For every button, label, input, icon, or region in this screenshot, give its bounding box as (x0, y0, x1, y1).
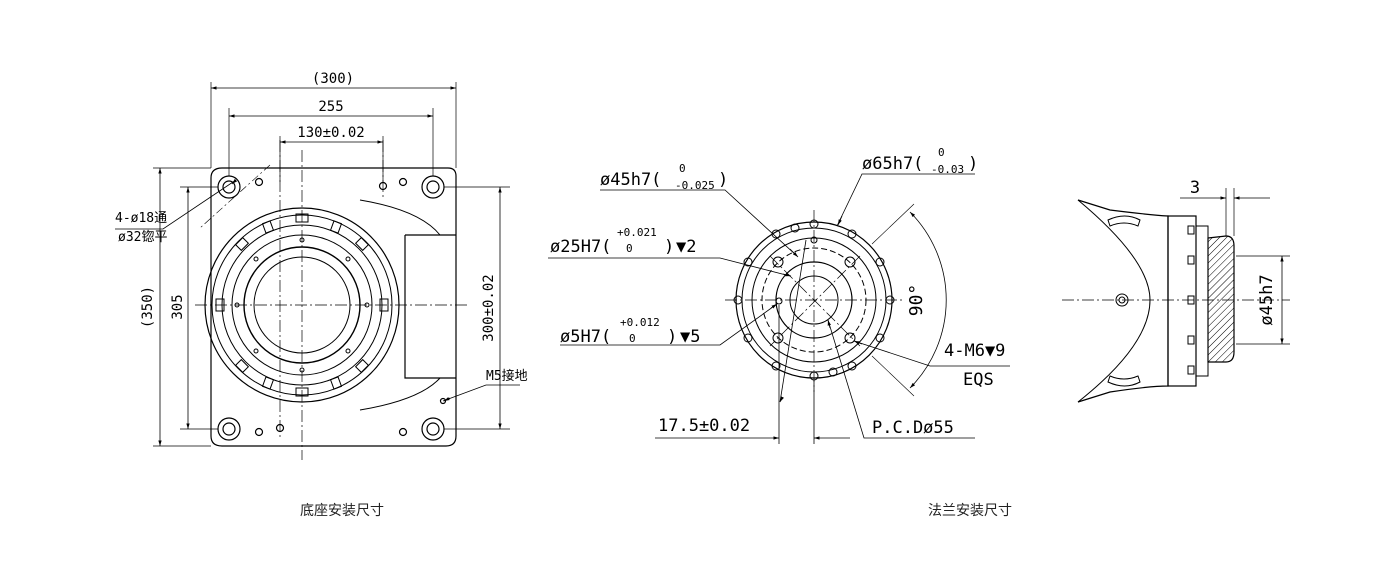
base-hole-spec-1: 4-ø18通 (115, 211, 167, 226)
svg-text:-0.03: -0.03 (931, 163, 964, 176)
flange-bolt-holes (733, 219, 895, 381)
side-d45h7: ø45h7 (1257, 274, 1277, 325)
flange-view (548, 173, 1010, 444)
svg-text:-0.025: -0.025 (675, 179, 715, 192)
flange-pcd: P.C.Dø55 (872, 418, 954, 438)
svg-text:): ) (718, 170, 728, 190)
base-view (115, 82, 520, 460)
flange-m6: 4-M6▼9 (944, 341, 1005, 361)
flange-label-d5: ø5H7( +0.012 0 ) ▼5 (560, 316, 700, 347)
base-dim-255: 255 (318, 99, 343, 115)
base-caption: 底座安装尺寸 (300, 503, 384, 519)
svg-text:ø25H7(: ø25H7( (550, 237, 611, 257)
base-dim-300: (300) (312, 71, 354, 87)
base-side-block (404, 234, 456, 379)
flange-dim-175: 17.5±0.02 (658, 416, 750, 436)
base-dim-305: 305 (170, 294, 186, 319)
svg-text:+0.021: +0.021 (617, 226, 657, 239)
base-ground: M5接地 (486, 368, 528, 384)
flange-label-d45: ø45h7( 0 -0.025 ) (600, 162, 728, 192)
base-plate-outline (210, 167, 457, 447)
flange-angle: 90° (906, 284, 927, 317)
svg-text:0: 0 (629, 332, 636, 345)
svg-text:+0.012: +0.012 (620, 316, 660, 329)
base-mount-holes (217, 175, 447, 441)
base-hole-spec-2: ø32锪平 (118, 229, 167, 245)
svg-text:): ) (968, 154, 978, 174)
side-dim-3: 3 (1190, 178, 1200, 198)
base-dim-300tol: 300±0.02 (481, 274, 497, 341)
svg-text:ø45h7(: ø45h7( (600, 170, 661, 190)
svg-text:): ) (664, 237, 674, 257)
side-view (1062, 188, 1290, 403)
flange-label-d25: ø25H7( +0.021 0 ) ▼2 (550, 226, 696, 257)
base-dim-350: (350) (140, 286, 156, 328)
side-body (1077, 199, 1169, 403)
flange-caption: 法兰安装尺寸 (928, 503, 1012, 519)
flange-eqs: EQS (963, 370, 994, 390)
svg-text:0: 0 (626, 242, 633, 255)
svg-text:0: 0 (938, 146, 945, 159)
svg-text:): ) (667, 327, 677, 347)
svg-text:0: 0 (679, 162, 686, 175)
svg-text:▼2: ▼2 (676, 237, 696, 257)
svg-text:▼5: ▼5 (680, 327, 700, 347)
side-flange-section (1207, 235, 1235, 363)
flange-label-d65: ø65h7( 0 -0.03 ) (862, 146, 978, 176)
svg-text:ø5H7(: ø5H7( (560, 327, 611, 347)
svg-text:ø65h7(: ø65h7( (862, 154, 923, 174)
base-dim-130: 130±0.02 (297, 125, 364, 141)
